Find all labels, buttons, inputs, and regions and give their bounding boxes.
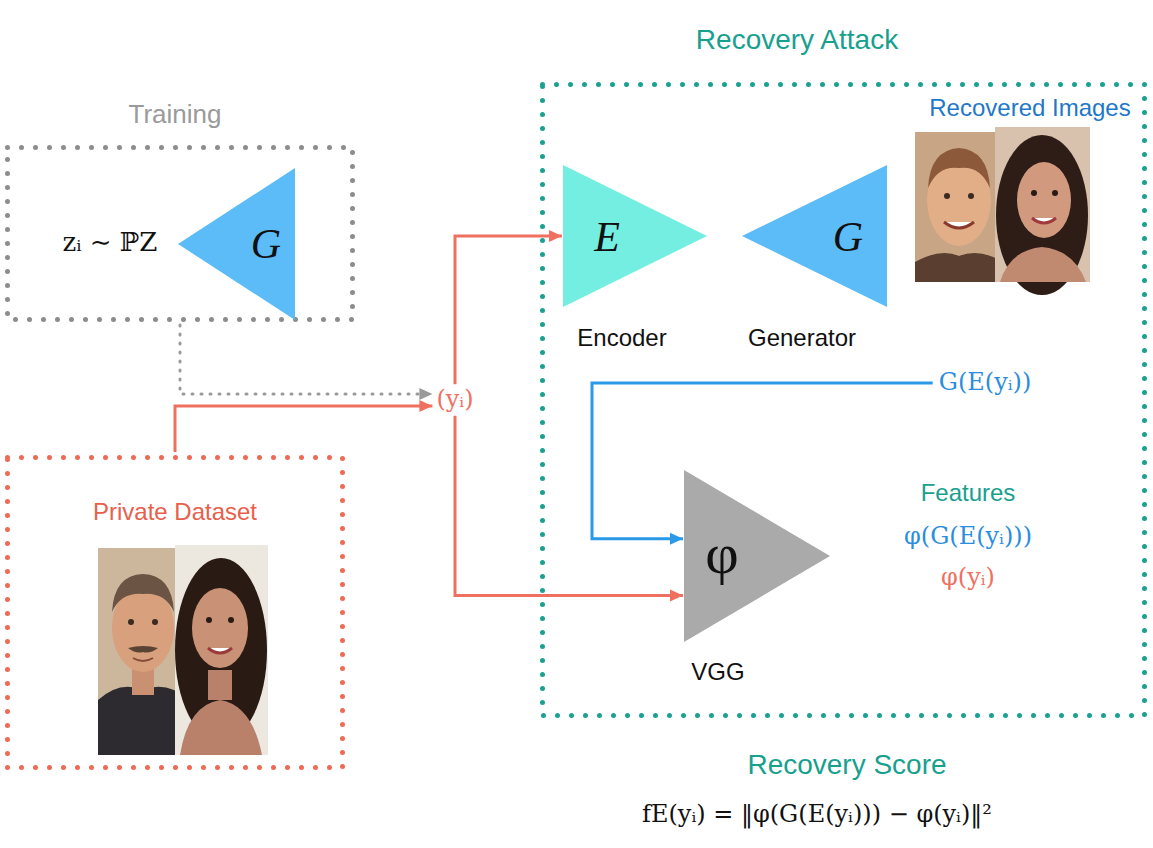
math-label: (yᵢ)	[436, 386, 473, 414]
dotted-border	[543, 85, 1145, 716]
triangle-outline	[563, 165, 707, 307]
connector-arrow	[455, 236, 562, 384]
private-face-woman	[175, 545, 268, 755]
generator-triangle: GGenerator	[742, 165, 887, 307]
triangle-symbol: E	[594, 213, 620, 261]
section-label: Features	[921, 479, 1016, 507]
triangle-shape	[178, 168, 295, 320]
triangle-caption: Encoder	[577, 324, 666, 352]
data-symbol: (yᵢ)	[434, 386, 475, 414]
triangle-outline	[742, 165, 887, 307]
recovered-face-woman	[995, 127, 1090, 295]
feature-label: φ(yᵢ)	[941, 564, 995, 592]
vgg-triangle: φVGG	[684, 470, 830, 642]
connector-arrow	[592, 383, 933, 539]
connector-arrow	[455, 416, 683, 596]
triangle-symbol: G	[833, 213, 863, 261]
triangle-caption: VGG	[691, 658, 744, 686]
triangle-shape	[563, 165, 707, 307]
math-label: G(E(yᵢ))	[939, 369, 1032, 397]
triangle-caption: Generator	[748, 324, 856, 352]
recovered-face-man	[915, 132, 1003, 282]
dotted-outline	[540, 82, 1147, 718]
score-formula: fE(yᵢ) = ‖φ(G(E(yᵢ))) − φ(yᵢ)‖²	[642, 801, 992, 829]
generator-triangle: G	[178, 168, 295, 320]
dotted-border	[8, 458, 343, 768]
box-heading: Training	[129, 100, 222, 130]
triangle-shape	[742, 165, 887, 307]
encoder-triangle: EEncoder	[563, 165, 707, 307]
dotted-outline	[5, 145, 355, 322]
section-label: Recovered Images	[929, 94, 1130, 122]
dotted-box: TrainingG	[5, 145, 355, 322]
output-symbol: G(E(yᵢ))	[937, 369, 1034, 397]
box-heading: Private Dataset	[93, 498, 257, 526]
section-heading: Recovery Score	[747, 749, 946, 781]
feature-label: φ(G(E(yᵢ)))	[904, 523, 1032, 551]
triangle-symbol: φ	[705, 521, 738, 588]
dotted-box: Private Dataset	[5, 455, 345, 770]
connector-arrow	[175, 406, 432, 452]
dotted-border	[8, 148, 353, 320]
triangle-symbol: G	[251, 220, 281, 268]
dotted-box: Recovery AttackEEncoderGGeneratorG(E(yᵢ)…	[540, 82, 1147, 718]
connector-arrow	[180, 325, 432, 394]
latent-label: zᵢ ∼ ℙZ	[63, 228, 158, 258]
box-heading: Recovery Attack	[696, 24, 898, 56]
triangle-shape	[684, 470, 830, 642]
